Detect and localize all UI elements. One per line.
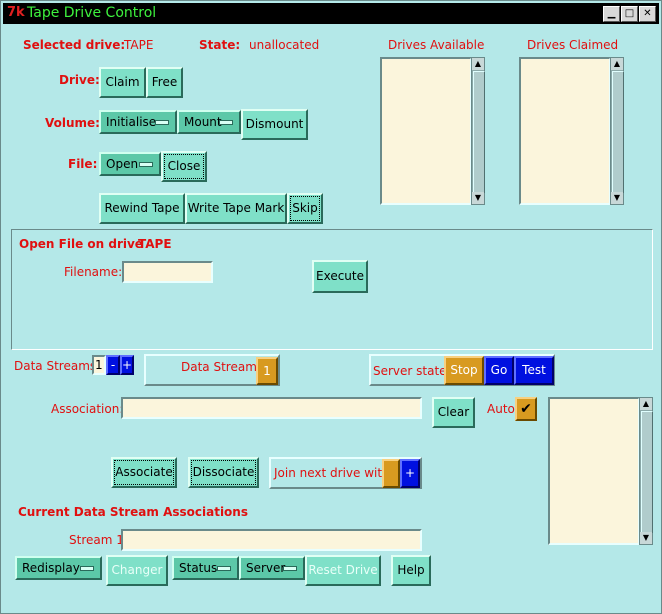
- write-tape-mark-button[interactable]: Write Tape Mark: [185, 193, 287, 224]
- data-streams-label: Data Streams: [14, 359, 97, 373]
- close-file-button[interactable]: Close: [161, 151, 207, 182]
- dismount-button[interactable]: Dismount: [241, 109, 308, 140]
- menu-indicator-icon: [283, 566, 297, 571]
- join-add-button[interactable]: +: [400, 459, 420, 488]
- server-test-button[interactable]: Test: [514, 356, 554, 385]
- data-stream-button[interactable]: 1: [256, 357, 278, 385]
- server-state-panel: [369, 354, 555, 386]
- open-file-drive: TAPE: [138, 237, 172, 251]
- reset-drive-button[interactable]: Reset Drive: [305, 555, 381, 586]
- claim-button[interactable]: Claim: [99, 67, 146, 98]
- open-label: Open: [106, 157, 139, 171]
- data-stream-panel: [144, 354, 280, 386]
- state-label: State:: [199, 38, 241, 52]
- drives-claimed-list[interactable]: [519, 57, 611, 205]
- associations-list[interactable]: [548, 397, 640, 545]
- scroll-down-icon[interactable]: ▼: [472, 192, 484, 204]
- association-input[interactable]: [121, 397, 422, 419]
- selected-drive-value: TAPE: [124, 38, 154, 52]
- redisplay-menubutton[interactable]: Redisplay: [15, 556, 102, 580]
- initialise-menubutton[interactable]: Initialise: [99, 110, 177, 134]
- menu-indicator-icon: [155, 120, 169, 125]
- open-file-frame: [11, 229, 653, 350]
- scroll-up-icon[interactable]: ▲: [472, 58, 484, 70]
- drives-claimed-scrollbar[interactable]: ▲ ▼: [610, 57, 624, 205]
- selected-drive-label: Selected drive:: [23, 38, 126, 52]
- associations-scrollbar[interactable]: ▲ ▼: [639, 397, 653, 545]
- close-button[interactable]: ✕: [639, 6, 656, 22]
- tk-logo-icon: 7k: [7, 5, 25, 20]
- clear-button[interactable]: Clear: [432, 397, 475, 428]
- mount-menubutton[interactable]: Mount: [177, 110, 241, 134]
- data-stream-label: Data Stream:: [181, 360, 261, 374]
- free-button[interactable]: Free: [146, 67, 183, 98]
- auto-label: Auto: [487, 402, 515, 416]
- menu-indicator-icon: [139, 162, 153, 167]
- server-label: Server: [246, 561, 286, 575]
- join-drive-button[interactable]: [382, 459, 400, 488]
- skip-button[interactable]: Skip: [287, 193, 323, 224]
- scroll-thumb[interactable]: [641, 411, 653, 533]
- help-button[interactable]: Help: [391, 555, 431, 586]
- stream-1-input[interactable]: [121, 529, 422, 551]
- scroll-down-icon[interactable]: ▼: [640, 532, 652, 544]
- filename-label: Filename:: [64, 265, 123, 279]
- server-stop-button[interactable]: Stop: [444, 356, 484, 385]
- join-label: Join next drive with:: [274, 466, 394, 480]
- streams-increment-button[interactable]: +: [120, 355, 134, 375]
- minimize-button[interactable]: ▁: [603, 6, 620, 22]
- drives-available-label: Drives Available: [388, 38, 485, 52]
- drives-claimed-label: Drives Claimed: [527, 38, 619, 52]
- filename-input[interactable]: [122, 261, 213, 283]
- associate-button[interactable]: Associate: [111, 457, 177, 488]
- drive-label: Drive:: [59, 73, 100, 87]
- join-panel: [269, 457, 422, 489]
- scroll-up-icon[interactable]: ▲: [640, 398, 652, 410]
- initialise-label: Initialise: [106, 115, 157, 129]
- status-label: Status: [179, 561, 218, 575]
- association-label: Association:: [51, 402, 124, 416]
- maximize-button[interactable]: □: [621, 6, 638, 22]
- server-go-button[interactable]: Go: [484, 356, 514, 385]
- window-title: Tape Drive Control: [27, 5, 157, 21]
- data-streams-count[interactable]: 1: [92, 355, 106, 375]
- streams-decrement-button[interactable]: -: [106, 355, 120, 375]
- scroll-thumb[interactable]: [612, 71, 624, 193]
- changer-button[interactable]: Changer: [106, 555, 168, 586]
- scroll-down-icon[interactable]: ▼: [611, 192, 623, 204]
- execute-button[interactable]: Execute: [312, 260, 368, 293]
- menu-indicator-icon: [80, 566, 94, 571]
- open-menubutton[interactable]: Open: [99, 152, 161, 176]
- file-label: File:: [68, 157, 98, 171]
- scroll-thumb[interactable]: [473, 71, 485, 193]
- rewind-tape-button[interactable]: Rewind Tape: [99, 193, 185, 224]
- open-file-title: Open File on drive: [19, 237, 143, 251]
- scroll-up-icon[interactable]: ▲: [611, 58, 623, 70]
- menu-indicator-icon: [219, 120, 233, 125]
- drives-available-scrollbar[interactable]: ▲ ▼: [471, 57, 485, 205]
- stream-1-label: Stream 1: [69, 533, 124, 547]
- menu-indicator-icon: [217, 566, 231, 571]
- state-value: unallocated: [249, 38, 320, 52]
- auto-checkbox[interactable]: ✔: [515, 397, 537, 421]
- status-menubutton[interactable]: Status: [172, 556, 239, 580]
- current-associations-title: Current Data Stream Associations: [18, 505, 248, 519]
- server-menubutton[interactable]: Server: [239, 556, 305, 580]
- server-state-label: Server state:: [373, 364, 451, 378]
- volume-label: Volume:: [45, 116, 100, 130]
- dissociate-button[interactable]: Dissociate: [188, 457, 259, 488]
- redisplay-label: Redisplay: [22, 561, 80, 575]
- title-bar[interactable]: 7k Tape Drive Control ▁ □ ✕: [3, 3, 659, 24]
- mount-label: Mount: [184, 115, 222, 129]
- drives-available-list[interactable]: [380, 57, 472, 205]
